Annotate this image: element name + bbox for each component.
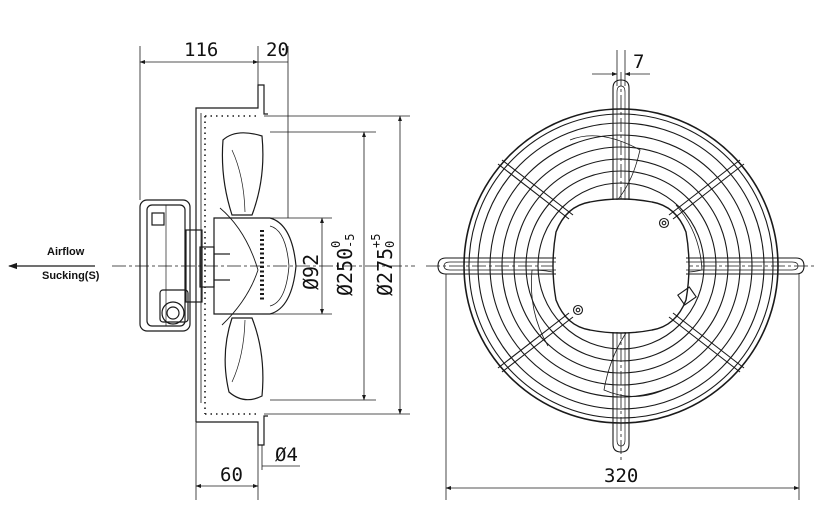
front-view bbox=[426, 50, 814, 500]
mount-diameter-label: Ø250 bbox=[333, 248, 357, 296]
mount-diameter-tol-lower: -5 bbox=[343, 234, 357, 248]
mount-diameter-tol-upper: 0 bbox=[329, 241, 343, 248]
housing-bottom-profile bbox=[196, 415, 268, 446]
airflow-mode-label: Sucking(S) bbox=[42, 270, 100, 282]
outer-diameter-tol-upper: +5 bbox=[369, 234, 383, 248]
cable-gland bbox=[159, 289, 189, 325]
vertical-mount-bar bbox=[612, 79, 630, 453]
bolt-top-right bbox=[658, 217, 670, 229]
hub-diameter-label-group: Ø92 bbox=[299, 254, 323, 290]
hub-diameter-label: Ø92 bbox=[299, 254, 323, 290]
airflow-label: Airflow bbox=[47, 246, 85, 258]
bolt-bottom-left bbox=[572, 304, 584, 316]
cable-box bbox=[677, 286, 697, 306]
flange-dimension: 20 bbox=[266, 39, 289, 61]
outer-diameter-label: Ø275 bbox=[373, 248, 397, 296]
mount-depth-dimension: 60 bbox=[220, 464, 243, 486]
guard-rings bbox=[463, 108, 779, 424]
rotor-hub bbox=[213, 217, 297, 315]
guard-struts bbox=[497, 159, 745, 373]
outer-diameter-tol-lower: 0 bbox=[383, 241, 397, 248]
airflow-indicator: Airflow Sucking(S) bbox=[8, 246, 100, 282]
side-view bbox=[112, 46, 415, 500]
motor-plate bbox=[552, 198, 690, 334]
motor-body bbox=[139, 199, 230, 332]
horizontal-mount-bar bbox=[437, 257, 805, 275]
bar-width-dimension: 7 bbox=[633, 51, 644, 73]
mount-diameter-label-group: Ø250 0 -5 bbox=[329, 234, 357, 296]
hole-dimension: Ø4 bbox=[275, 444, 298, 466]
depth-dimension: 116 bbox=[184, 39, 218, 61]
overall-width-dimension: 320 bbox=[604, 465, 638, 487]
outer-diameter-label-group: Ø275 +5 0 bbox=[369, 234, 397, 296]
fan-blades bbox=[219, 132, 264, 401]
